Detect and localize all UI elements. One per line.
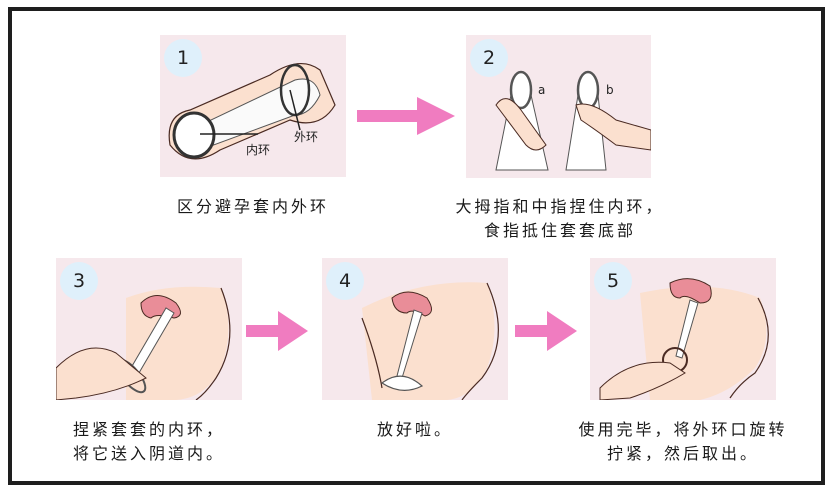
step-1-caption: 区分避孕套内外环 <box>140 195 366 219</box>
step-1-badge: 1 <box>164 39 202 77</box>
arrow-right-icon <box>357 97 457 137</box>
label-a: a <box>538 83 546 97</box>
step-3-illustration: 3 <box>56 258 242 400</box>
caption-line: 使用完毕，将外环口旋转 <box>578 420 788 439</box>
step-4-badge: 4 <box>326 262 364 300</box>
caption-line: 大拇指和中指捏住内环， <box>455 197 665 216</box>
step-5-illustration: 5 <box>590 258 776 400</box>
step-5-badge: 5 <box>594 262 632 300</box>
inner-ring-label: 内环 <box>246 143 271 157</box>
step-3-caption: 捏紧套套的内环， 将它送入阴道内。 <box>56 418 242 466</box>
outer-ring-label: 外环 <box>294 130 319 144</box>
caption-line: 放好啦。 <box>376 420 453 439</box>
caption-line: 食指抵住套套底部 <box>483 221 636 240</box>
step-2-badge: 2 <box>470 39 508 77</box>
label-b: b <box>606 83 614 97</box>
caption-line: 将它送入阴道内。 <box>72 444 225 463</box>
step-number: 3 <box>72 270 86 292</box>
arrow-right-icon <box>515 311 579 351</box>
caption-line: 拧紧，然后取出。 <box>606 444 759 463</box>
step-2-illustration: 2 a b <box>466 35 651 178</box>
step-5-caption: 使用完毕，将外环口旋转 拧紧，然后取出。 <box>555 418 811 466</box>
condom-rings-illustration <box>168 63 336 160</box>
step-3-badge: 3 <box>60 262 98 300</box>
step-4-caption: 放好啦。 <box>322 418 508 442</box>
step-number: 4 <box>338 270 352 292</box>
step-number: 5 <box>606 270 620 292</box>
step-4-illustration: 4 <box>322 258 508 400</box>
caption-line: 捏紧套套的内环， <box>72 420 225 439</box>
step-number: 1 <box>176 47 190 69</box>
insert-condom-illustration <box>56 286 231 400</box>
caption-line: 区分避孕套内外环 <box>176 197 329 216</box>
diagram-frame <box>8 7 825 485</box>
condom-in-place-illustration <box>361 282 499 400</box>
arrow-right-icon <box>246 311 310 351</box>
step-2-caption: 大拇指和中指捏住内环， 食指抵住套套底部 <box>440 195 680 243</box>
step-1-illustration: 1 外环 内环 <box>160 35 346 177</box>
remove-condom-illustration <box>599 278 769 400</box>
pinch-inner-ring-illustration <box>495 70 651 171</box>
step-number: 2 <box>482 47 496 69</box>
